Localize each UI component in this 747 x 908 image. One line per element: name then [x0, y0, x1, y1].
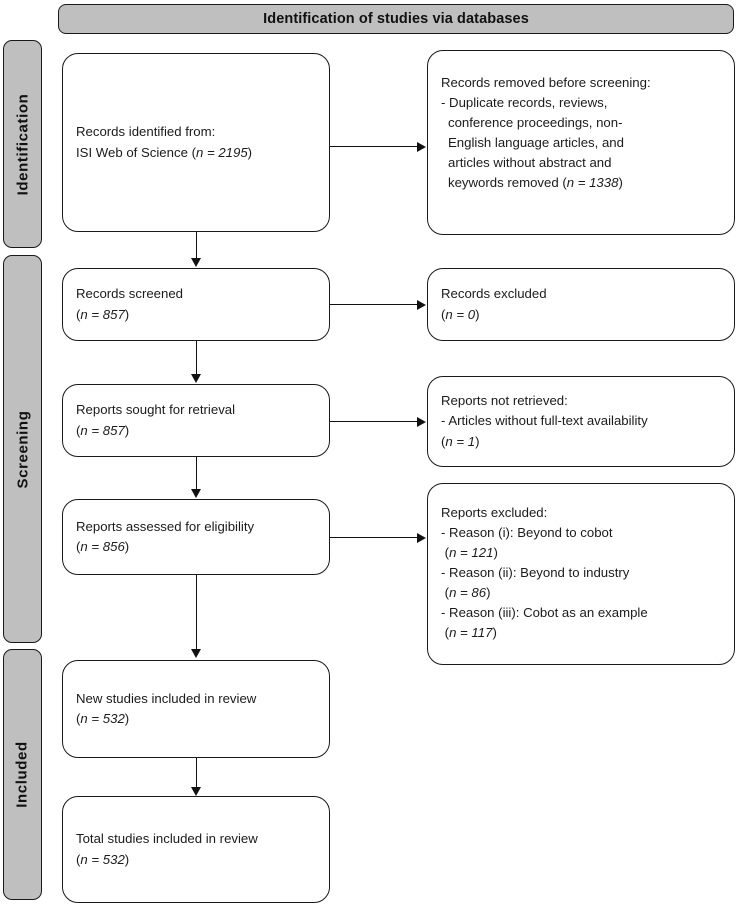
node-reports-sought: Reports sought for retrieval (n = 857): [62, 384, 330, 457]
connector-assessed-to-new-studies: [196, 575, 197, 649]
stage-label-screening: Screening: [14, 410, 31, 488]
arrow-screened-to-sought: [190, 374, 201, 383]
connector-sought-to-not-retrieved: [330, 421, 418, 422]
node-line: - Articles without full-text availabilit…: [441, 413, 648, 429]
node-line: (n = 117): [441, 625, 497, 641]
node-line: Records excluded: [441, 286, 547, 302]
connector-screened-to-sought: [196, 341, 197, 374]
node-line: (n = 1): [441, 433, 480, 449]
node-records-screened: Records screened (n = 857): [62, 268, 330, 341]
connector-screened-to-excluded: [330, 304, 418, 305]
stage-label-identification: Identification: [14, 93, 32, 195]
stage-bar-screening: Screening: [3, 255, 42, 643]
node-line: (n = 532): [76, 711, 130, 726]
arrow-identified-to-screened: [190, 258, 201, 267]
connector-assessed-to-excluded: [330, 537, 418, 538]
node-line: Reports sought for retrieval: [76, 402, 236, 418]
node-line: (n = 532): [76, 851, 130, 867]
node-line: (n = 856): [76, 539, 130, 554]
node-line: (n = 0): [441, 306, 480, 322]
node-line: Reports assessed for eligibility: [76, 518, 255, 534]
connector-new-to-total-studies: [196, 758, 197, 787]
node-line: English language articles, and: [448, 135, 624, 151]
arrow-sought-to-not-retrieved: [417, 416, 426, 427]
stage-bar-identification: Identification: [3, 40, 42, 248]
node-reports-assessed: Reports assessed for eligibility (n = 85…: [62, 499, 330, 575]
banner-title: Identification of studies via databases: [263, 11, 529, 27]
node-line: Total studies included in review: [76, 831, 258, 847]
node-line: (n = 121): [441, 545, 498, 561]
arrow-assessed-to-new-studies: [190, 649, 201, 658]
node-line: conference proceedings, non-: [448, 115, 623, 131]
node-line: Reports not retrieved:: [441, 393, 568, 409]
connector-sought-to-assessed: [196, 457, 197, 489]
node-line: (n = 857): [76, 422, 130, 438]
node-line: (n = 857): [76, 306, 130, 322]
node-line: (n = 86): [441, 585, 491, 601]
node-records-identified: Records identified from: ISI Web of Scie…: [62, 53, 330, 232]
node-line: ISI Web of Science (n = 2195): [76, 144, 253, 160]
arrow-assessed-to-excluded: [417, 532, 426, 543]
node-line: - Reason (i): Beyond to cobot: [441, 525, 613, 541]
node-line: Reports excluded:: [441, 505, 548, 520]
arrow-screened-to-excluded: [417, 299, 426, 310]
arrow-new-to-total-studies: [190, 787, 201, 796]
banner-identification-via-databases: Identification of studies via databases: [58, 4, 734, 34]
node-reports-not-retrieved: Reports not retrieved: - Articles withou…: [427, 376, 735, 467]
stage-bar-included: Included: [3, 649, 42, 900]
node-line: Records identified from:: [76, 124, 216, 140]
node-line: - Reason (iii): Cobot as an example: [441, 605, 648, 621]
node-line: - Reason (ii): Beyond to industry: [441, 565, 630, 581]
node-line: keywords removed (n = 1338): [448, 175, 623, 191]
node-records-removed: Records removed before screening: - Dupl…: [427, 50, 735, 235]
node-line: Records screened: [76, 286, 184, 302]
node-new-studies-included: New studies included in review (n = 532): [62, 660, 330, 758]
node-line: - Duplicate records, reviews,: [441, 95, 608, 111]
connector-identified-to-removed: [330, 146, 418, 147]
connector-identified-to-screened: [196, 232, 197, 258]
node-reports-excluded: Reports excluded: - Reason (i): Beyond t…: [427, 483, 735, 665]
node-records-excluded: Records excluded (n = 0): [427, 268, 735, 341]
arrow-identified-to-removed: [417, 141, 426, 152]
arrow-sought-to-assessed: [190, 489, 201, 498]
node-total-studies-included: Total studies included in review (n = 53…: [62, 796, 330, 903]
node-line: New studies included in review: [76, 690, 257, 706]
node-line: Records removed before screening:: [441, 75, 651, 90]
stage-label-included: Included: [14, 741, 32, 808]
node-line: articles without abstract and: [448, 155, 612, 171]
